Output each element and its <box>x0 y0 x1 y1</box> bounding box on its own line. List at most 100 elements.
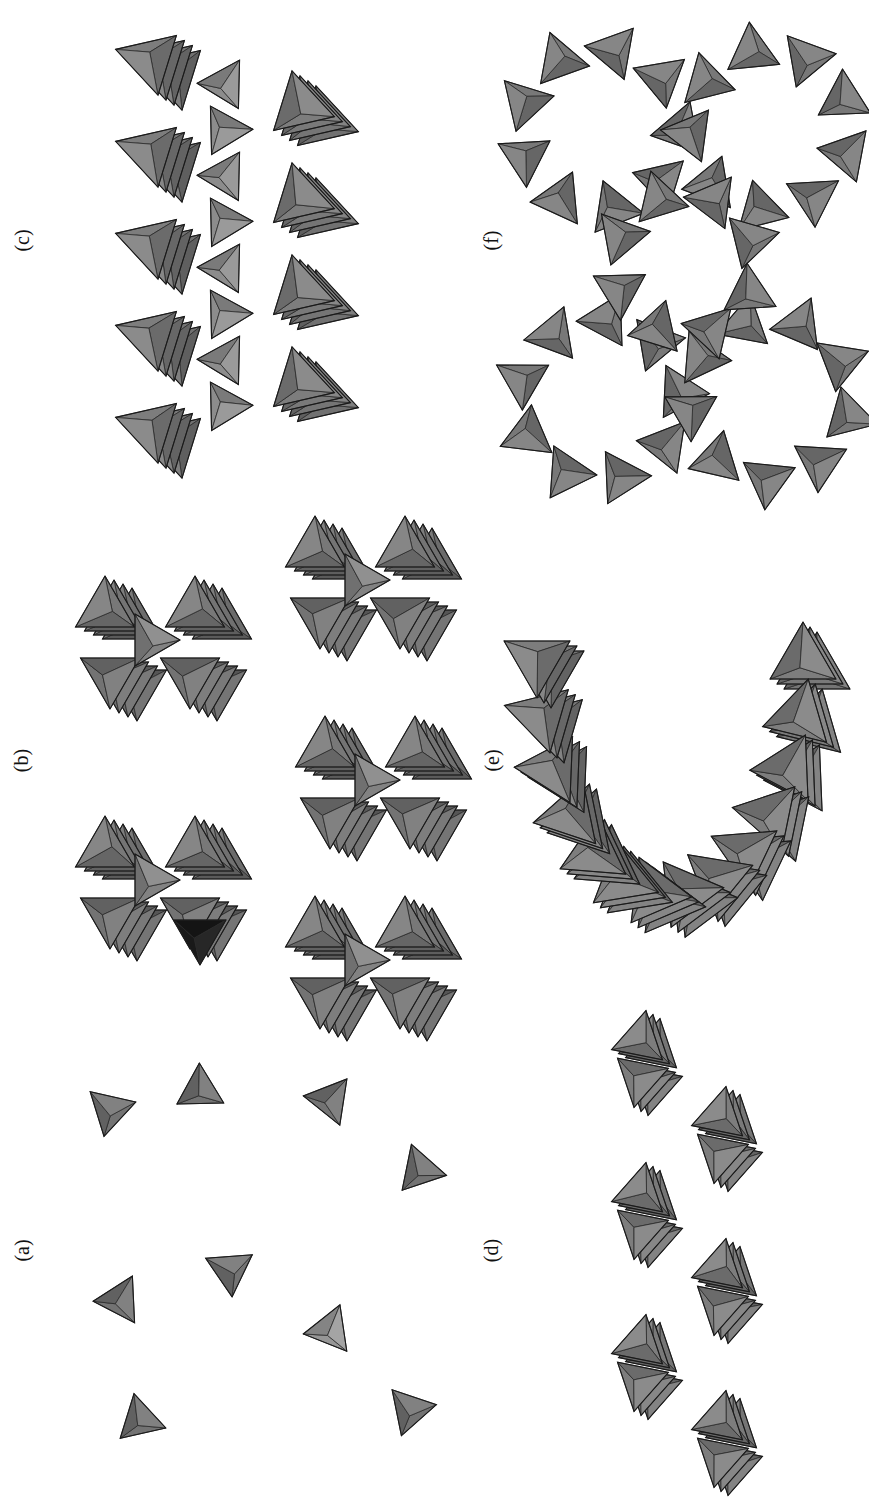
tetrahedron-face <box>793 679 826 742</box>
tetrahedron-outline <box>210 290 253 338</box>
tetrahedron-face <box>194 920 226 965</box>
tetrahedron-face <box>345 934 390 966</box>
tetrahedron-outline <box>76 576 135 627</box>
tetrahedron-outline <box>498 141 550 187</box>
tetrahedron-face <box>103 898 140 949</box>
tetrahedron-outline <box>291 598 350 649</box>
tetrahedron-outline <box>197 244 240 292</box>
tetrahedron-face <box>135 854 180 886</box>
tetrahedron-outline <box>787 181 839 227</box>
tetrahedron-outline <box>210 198 253 246</box>
tetrahedron-outline <box>274 163 335 223</box>
tetrahedron-face <box>323 798 360 849</box>
tetrahedron-face <box>76 816 112 867</box>
tetrahedron-outline <box>593 275 645 321</box>
tetrahedron-outline <box>345 554 390 606</box>
tetrahedron-outline <box>274 347 335 407</box>
tetrahedron-outline <box>692 1087 743 1136</box>
tetrahedron-outline <box>291 978 350 1029</box>
tetrahedron-face <box>166 576 203 627</box>
tetrahedron-outline <box>698 1286 749 1335</box>
tetrahedron-face <box>355 754 400 786</box>
tetrahedron-outline <box>76 816 135 867</box>
tetrahedron-outline <box>728 22 780 69</box>
tetrahedron-outline <box>376 516 435 567</box>
tetrahedron-face <box>685 53 712 103</box>
tetrahedron-outline <box>795 446 847 492</box>
tetrahedron-face <box>840 69 869 113</box>
tetrahedron-outline <box>818 69 869 115</box>
tetrahedron-outline <box>729 218 779 268</box>
tetrahedron-outline <box>303 1079 347 1125</box>
tetrahedron-outline <box>116 36 177 96</box>
tetrahedron-outline <box>524 307 573 358</box>
tetrahedron-face <box>704 308 731 359</box>
tetrahedron-outline <box>135 614 180 666</box>
tetrahedron-face <box>807 181 839 227</box>
tetrahedron-face <box>166 816 203 867</box>
tetrahedron-face <box>76 576 113 627</box>
tetrahedron-outline <box>618 1210 669 1259</box>
tetrahedron-outline <box>301 798 360 849</box>
tetrahedron-outline <box>750 735 808 801</box>
tetrahedron-outline <box>827 387 869 437</box>
tetrahedron-outline <box>787 36 836 87</box>
tetrahedron-face <box>313 978 350 1029</box>
tetrahedron-outline <box>763 679 827 742</box>
tetrahedron-outline <box>376 896 435 947</box>
tetrahedron-outline <box>683 177 731 229</box>
tetrahedron-face <box>296 716 333 767</box>
tetrahedron-face <box>497 365 527 410</box>
tetrahedron-outline <box>286 516 345 567</box>
tetrahedron-outline <box>681 308 731 359</box>
tetrahedron-outline <box>639 171 689 222</box>
tetrahedron-outline <box>618 1362 669 1411</box>
tetrahedron-face <box>386 716 423 767</box>
tetrahedron-outline <box>698 1438 749 1487</box>
tetrahedron-outline <box>500 405 552 453</box>
tetrahedron-face <box>286 896 323 947</box>
tetrahedron-face <box>393 598 429 649</box>
tetrahedron-outline <box>612 1163 663 1212</box>
tetrahedron-outline <box>530 172 577 224</box>
panel-label: (e) <box>480 749 503 771</box>
tetrahedron-outline <box>743 462 795 509</box>
tetrahedron-outline <box>770 298 818 350</box>
tetrahedron-outline <box>116 312 177 372</box>
tetrahedron-outline <box>392 1390 436 1436</box>
tetrahedron-outline <box>197 60 240 108</box>
tetrahedron-outline <box>116 220 177 280</box>
panel-label: (d) <box>480 1238 503 1261</box>
tetrahedron-face <box>841 387 869 424</box>
tetrahedron-outline <box>550 446 597 498</box>
tetrahedron-face <box>345 554 390 586</box>
tetrahedron-face <box>814 449 847 492</box>
tetrahedron-outline <box>688 431 739 481</box>
tetrahedron-face <box>219 152 240 200</box>
tetrahedron-outline <box>345 934 390 986</box>
tetrahedron-outline <box>601 214 650 265</box>
tetrahedron-outline <box>724 263 776 310</box>
tetrahedron-outline <box>612 1315 663 1364</box>
tetrahedron-outline <box>584 28 633 79</box>
tetrahedron-outline <box>166 576 225 627</box>
tetrahedron-face <box>220 336 239 384</box>
tetrahedron-outline <box>698 1134 749 1183</box>
tetrahedron-outline <box>371 978 430 1029</box>
tetrahedron-face <box>393 978 430 1029</box>
tetrahedron-outline <box>197 336 240 384</box>
tetrahedron-outline <box>665 397 717 442</box>
tetrahedron-outline <box>296 716 355 767</box>
tetrahedron-outline <box>210 106 253 154</box>
tetrahedron-outline <box>303 1305 346 1351</box>
tetrahedron-outline <box>161 658 220 709</box>
tetrahedron-face <box>219 244 239 292</box>
tetrahedron-outline <box>633 59 684 108</box>
tetrahedron-face <box>221 60 240 108</box>
tetrahedron-face <box>286 516 323 567</box>
panel-label: (a) <box>10 1239 33 1261</box>
tetrahedron-face <box>115 1276 134 1323</box>
tetrahedron-outline <box>355 754 400 806</box>
tetrahedron-outline <box>605 452 651 504</box>
tetrahedron-outline <box>210 382 253 430</box>
